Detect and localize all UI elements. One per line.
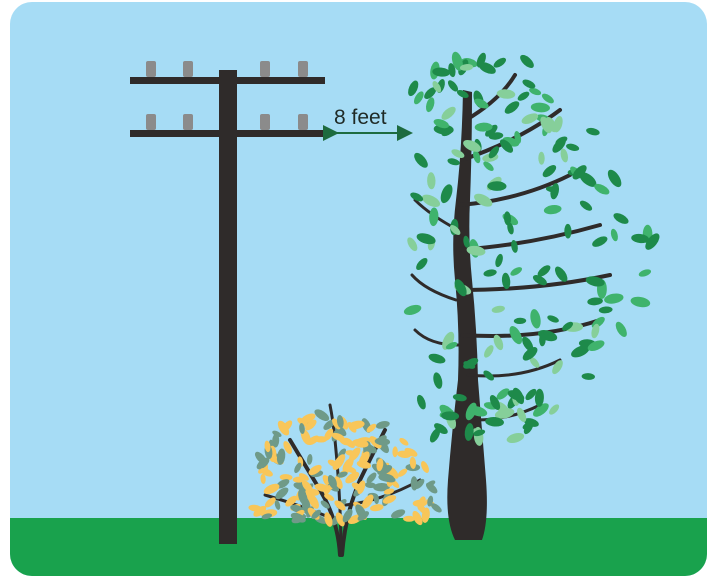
clearance-label: 8 feet xyxy=(334,106,387,129)
ground xyxy=(10,518,707,576)
flower xyxy=(315,436,328,442)
